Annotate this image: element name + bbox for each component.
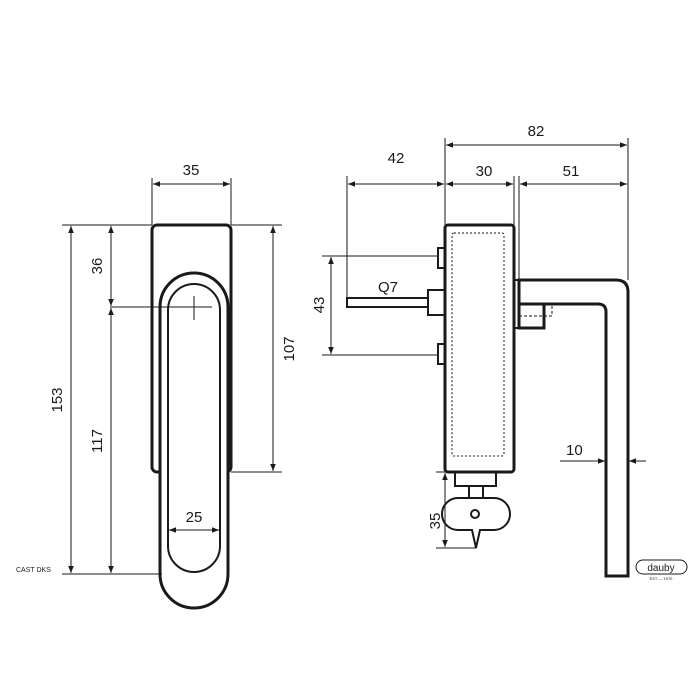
dim-label-82: 82 bbox=[528, 123, 545, 140]
dim-label-35: 35 bbox=[183, 162, 200, 179]
front-lever-outer bbox=[158, 271, 230, 610]
key-bow bbox=[441, 497, 511, 549]
dim-label-107: 107 bbox=[281, 336, 298, 361]
key-cylinder bbox=[454, 471, 497, 487]
lever-arm bbox=[517, 278, 630, 578]
model-label: CAST DKS bbox=[16, 567, 51, 574]
dim-label-36: 36 bbox=[89, 258, 106, 275]
key-hole bbox=[470, 509, 480, 519]
logo-text: dauby bbox=[647, 563, 674, 574]
dim-label-10: 10 bbox=[566, 442, 583, 459]
front-view: 35 153 36 117 107 25 bbox=[49, 162, 298, 610]
spindle-shaft bbox=[346, 297, 429, 308]
side-view: 82 42 30 51 43 Q7 10 35 bbox=[311, 123, 646, 578]
dim-label-153: 153 bbox=[49, 387, 66, 412]
dim-label-key35: 35 bbox=[427, 513, 444, 530]
lock-body-inner bbox=[451, 232, 505, 457]
spindle-collar bbox=[427, 289, 446, 316]
dim-label-42: 42 bbox=[388, 150, 405, 167]
dim-label-43: 43 bbox=[311, 297, 328, 314]
dim-label-51: 51 bbox=[563, 163, 580, 180]
dim-label-117: 117 bbox=[89, 429, 106, 453]
front-lever-inner bbox=[167, 283, 221, 573]
dim-label-30: 30 bbox=[476, 163, 493, 180]
key-shank bbox=[468, 485, 484, 499]
dim-label-25: 25 bbox=[186, 509, 203, 526]
spindle-label-q7: Q7 bbox=[378, 279, 398, 296]
brand-logo: dauby EST — 1970 bbox=[635, 559, 688, 581]
logo-tagline: EST — 1970 bbox=[650, 576, 674, 581]
lever-neck bbox=[517, 304, 546, 330]
logo-frame bbox=[635, 559, 688, 575]
